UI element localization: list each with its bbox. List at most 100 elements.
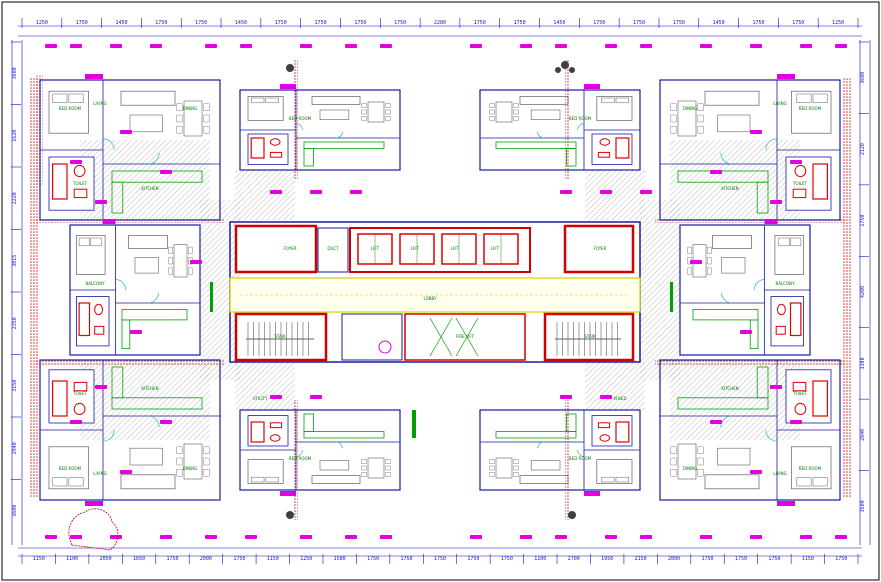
- bed: [48, 90, 89, 134]
- pillow: [601, 476, 615, 483]
- chair: [670, 114, 677, 123]
- central-notes: [210, 282, 673, 438]
- room-tag: [740, 330, 752, 334]
- room-tag: [605, 44, 617, 48]
- apartment-unit: [239, 84, 401, 171]
- room-tag: [120, 130, 132, 134]
- dining-table: [183, 100, 203, 137]
- room-tag: [95, 385, 107, 389]
- chair: [697, 469, 704, 477]
- chair: [361, 472, 367, 477]
- bed: [48, 446, 89, 490]
- dimension-value: 1750: [633, 20, 645, 26]
- washbasin: [597, 151, 611, 158]
- central-core: [229, 221, 641, 363]
- kitchen-counter: [756, 366, 769, 399]
- room-label: LIVING: [773, 101, 786, 106]
- dining-table: [183, 443, 203, 480]
- room-tag: [70, 420, 82, 424]
- dimension-lines: [11, 25, 871, 557]
- pillow: [90, 237, 102, 247]
- dimension-value: 1750: [835, 556, 847, 562]
- dimension-value: 1750: [76, 20, 88, 26]
- room-tag: [95, 200, 107, 204]
- room-label: LOBBY: [424, 296, 438, 301]
- room-tag: [270, 190, 282, 194]
- room-tag: [120, 470, 132, 474]
- room-label: TOILET: [792, 181, 808, 186]
- dimension-value: 2220: [12, 192, 18, 204]
- room-tag: [790, 160, 802, 164]
- kitchen-counter: [121, 309, 188, 321]
- room-label: BED ROOM: [799, 106, 822, 111]
- coffee-table: [717, 114, 751, 133]
- pillow: [812, 93, 828, 103]
- chair: [670, 126, 677, 134]
- wc: [599, 434, 611, 442]
- dimension-value: 2800: [668, 556, 680, 562]
- dimension-value: 1750: [195, 20, 207, 26]
- dimension-value: 1750: [673, 20, 685, 26]
- room-tag: [640, 535, 652, 539]
- bathtub: [789, 302, 802, 337]
- tree-outline: [68, 508, 119, 551]
- washbasin: [269, 422, 283, 429]
- dimension-value: 1250: [300, 556, 312, 562]
- bed: [791, 446, 832, 490]
- chair: [697, 446, 704, 454]
- chair: [670, 457, 677, 466]
- chair: [687, 267, 692, 275]
- balcony-marker: [280, 84, 296, 89]
- fire-lift-block: [404, 313, 526, 361]
- sofa: [120, 474, 176, 490]
- room-tag: [70, 160, 82, 164]
- chair: [203, 446, 210, 454]
- washbasin: [792, 188, 807, 199]
- sofa: [519, 475, 569, 484]
- dimension-value: 2940: [12, 442, 18, 454]
- room-tag: [600, 395, 612, 399]
- sofa: [704, 90, 760, 106]
- room-label: BED ROOM: [569, 116, 592, 121]
- room-label: DUCT: [327, 246, 339, 251]
- bathtub: [78, 302, 91, 337]
- room-tag: [160, 535, 172, 539]
- kitchen-counter: [111, 170, 203, 183]
- dimension-value: 2840: [860, 429, 866, 441]
- dimension-value: 1750: [752, 20, 764, 26]
- door-swing: [765, 138, 778, 151]
- dimension-value: 3150: [12, 380, 18, 392]
- kitchen-counter: [111, 181, 124, 214]
- dimension-value: 1250: [832, 20, 844, 26]
- room-tags: [45, 44, 847, 539]
- pillow: [615, 476, 630, 483]
- wc: [269, 434, 281, 442]
- coffee-table: [319, 460, 350, 471]
- kitchen-counter: [565, 413, 577, 432]
- chair: [385, 109, 391, 115]
- dimension-value: 1450: [553, 20, 565, 26]
- core-column-marker: [378, 340, 392, 354]
- apartment-unit: [479, 84, 641, 171]
- pillow: [796, 93, 812, 103]
- chair: [168, 267, 173, 275]
- bathtub: [52, 380, 68, 417]
- room-tag: [240, 44, 252, 48]
- pillow: [68, 477, 84, 487]
- dimension-value: 2120: [860, 143, 866, 155]
- room-tag: [770, 200, 782, 204]
- bathtub: [250, 137, 265, 159]
- stair-treads: [246, 322, 621, 356]
- room-tag: [310, 395, 322, 399]
- dining-table: [173, 244, 188, 278]
- room-tag: [700, 44, 712, 48]
- dimension-value: 2700: [568, 556, 580, 562]
- pillow: [52, 93, 68, 103]
- room-tag: [110, 535, 122, 539]
- dimension-value: 2280: [434, 20, 446, 26]
- sofa: [311, 475, 361, 484]
- sofa: [519, 96, 569, 105]
